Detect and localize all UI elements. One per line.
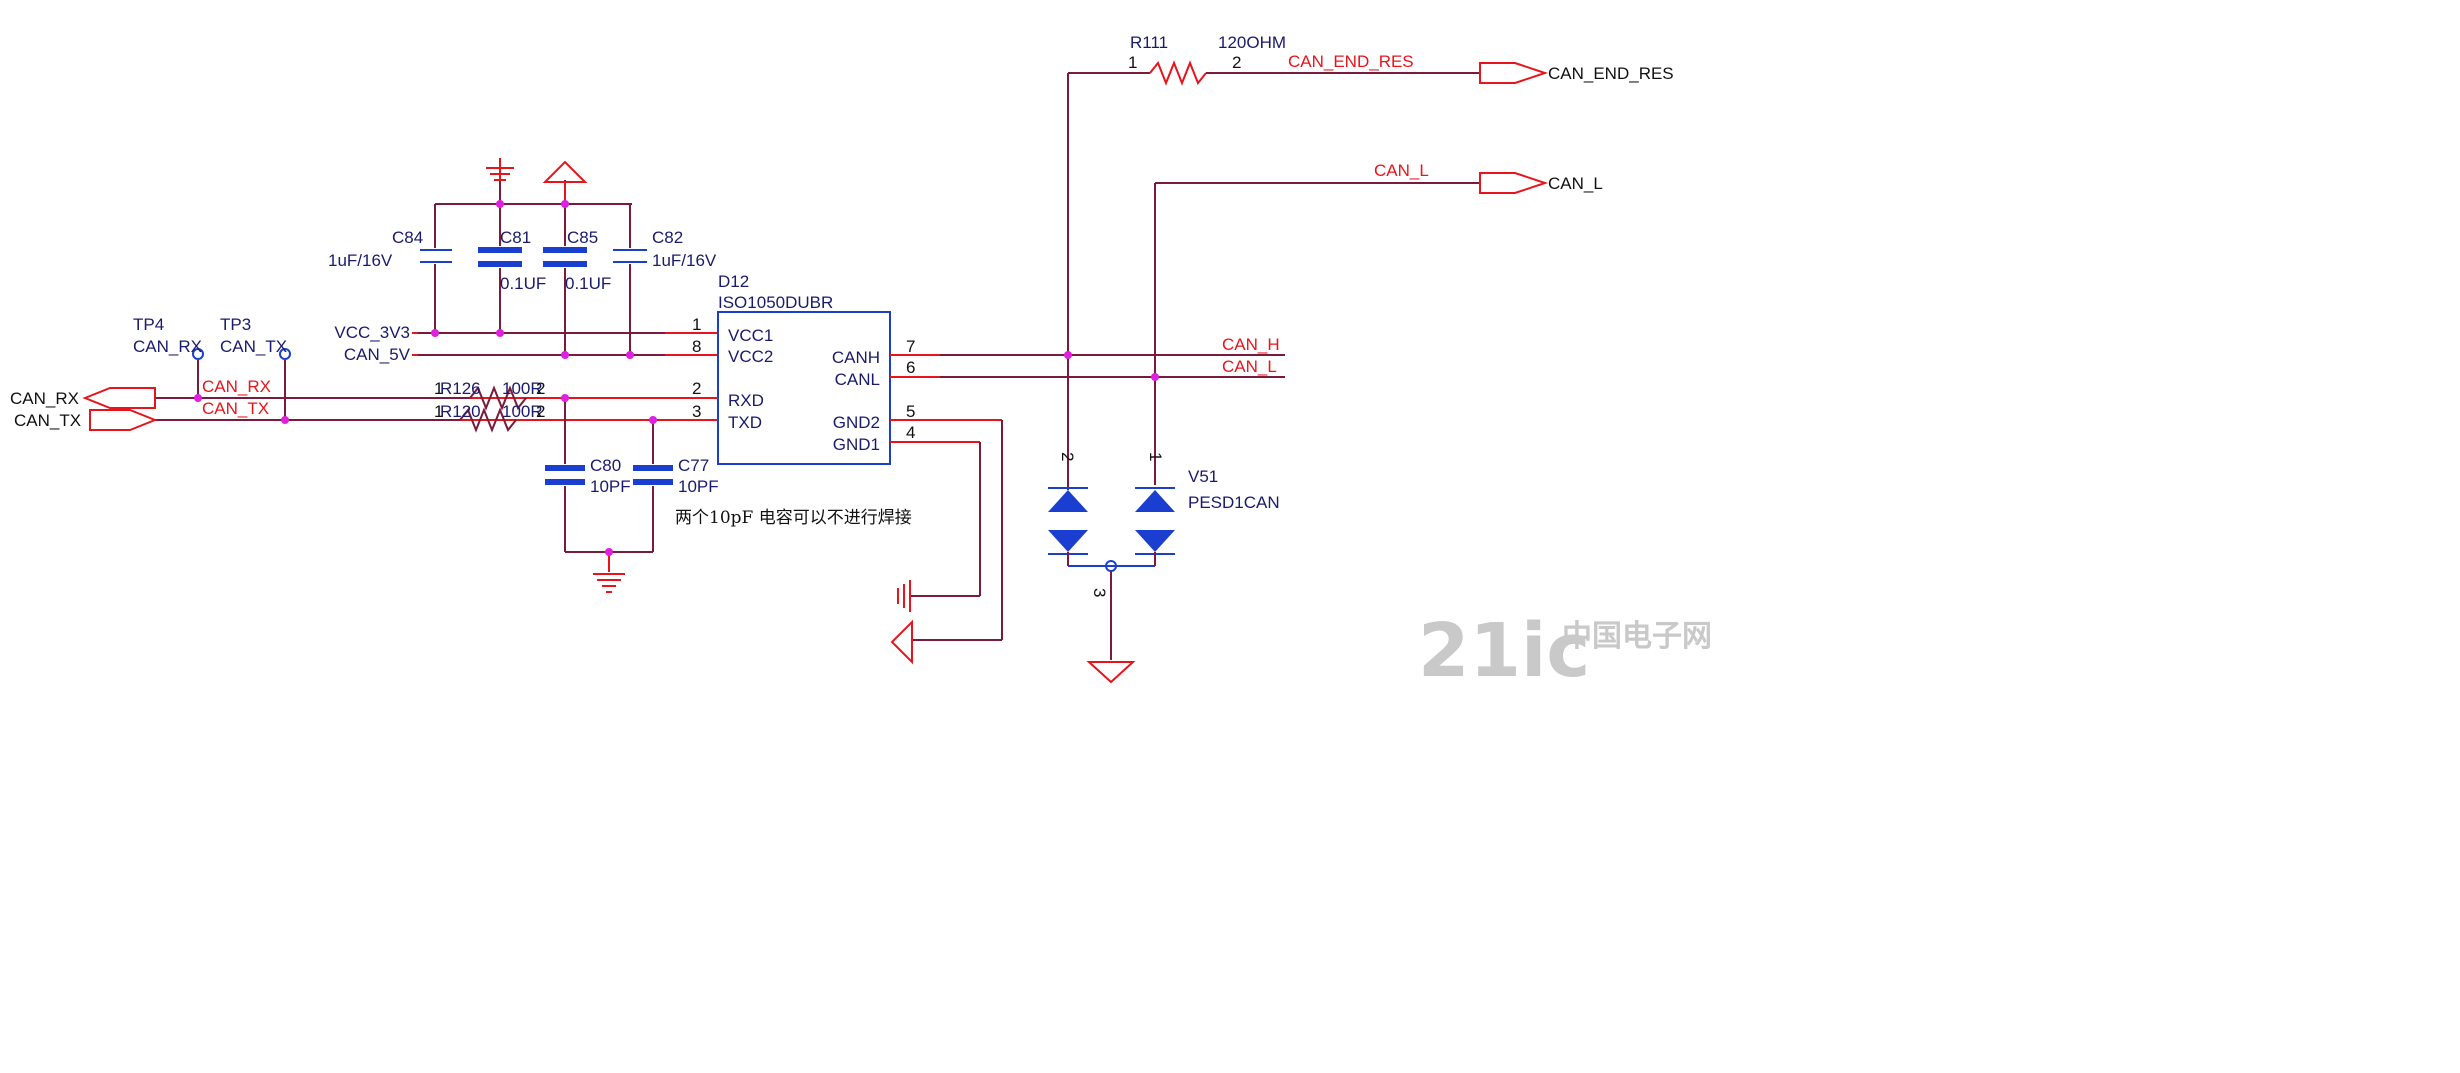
r120-pin1: 1 [434, 402, 443, 421]
ic-part: ISO1050DUBR [718, 293, 833, 312]
r126-value: 100R [502, 379, 543, 398]
pin-label-vcc2: VCC2 [728, 347, 773, 366]
r126-ref: R126 [440, 379, 481, 398]
pin-label-gnd1: GND1 [833, 435, 880, 454]
c80-value: 10PF [590, 477, 631, 496]
rx-tx-lines [155, 348, 718, 593]
decoupling-network [412, 158, 718, 356]
port-can-l: CAN_L [1548, 174, 1603, 193]
pin-label-txd: TXD [728, 413, 762, 432]
pin-num-1: 1 [692, 315, 701, 334]
r120-pin2: 2 [536, 402, 545, 421]
watermark-sub: 中国电子网 [1562, 619, 1712, 654]
tp4-ref: TP4 [133, 315, 164, 334]
c81-ref: C81 [500, 228, 531, 247]
tvs-pin2: 2 [1058, 452, 1077, 461]
r126-pin2: 2 [536, 379, 545, 398]
tp4-net: CAN_RX [133, 337, 202, 356]
pin-label-canl: CANL [835, 370, 880, 389]
net-can-h: CAN_H [1222, 335, 1280, 354]
c84-value: 1uF/16V [328, 251, 393, 270]
r120-value: 100R [502, 402, 543, 421]
r111-pin2: 2 [1232, 53, 1241, 72]
c85-value: 0.1UF [565, 274, 611, 293]
net-can-rx: CAN_RX [202, 377, 271, 396]
pin-num-5: 5 [906, 402, 915, 421]
port-can-rx: CAN_RX [10, 389, 79, 408]
net-can-l: CAN_L [1222, 357, 1277, 376]
tvs-pin3: 3 [1090, 588, 1109, 597]
c82-value: 1uF/16V [652, 251, 717, 270]
r111-ref: R111 [1130, 33, 1168, 52]
can-bus [890, 60, 1549, 684]
pin-num-4: 4 [906, 423, 915, 442]
net-can-tx: CAN_TX [202, 399, 269, 418]
pin-num-3: 3 [692, 402, 701, 421]
tp3-ref: TP3 [220, 315, 251, 334]
solder-note: 两个10pF 电容可以不进行焊接 [675, 508, 912, 528]
port-can-tx: CAN_TX [14, 411, 81, 430]
tvs-ref: V51 [1188, 467, 1218, 486]
junctions [194, 200, 1159, 556]
left-ports [82, 387, 158, 431]
ic-d12: D12 ISO1050DUBR VCC1 VCC2 RXD TXD CANH C… [692, 272, 915, 465]
c82-ref: C82 [652, 228, 683, 247]
watermark-logo: 21ic [1418, 608, 1590, 694]
pin-label-rxd: RXD [728, 391, 764, 410]
labels: C84 1uF/16V C81 0.1UF C85 0.1UF C82 1uF/… [10, 33, 1712, 694]
c81-value: 0.1UF [500, 274, 546, 293]
tp3-net: CAN_TX [220, 337, 287, 356]
c77-ref: C77 [678, 456, 709, 475]
r111-value: 120OHM [1218, 33, 1286, 52]
pin-num-8: 8 [692, 337, 701, 356]
isolated-ground [890, 419, 1003, 665]
r126-pin1: 1 [434, 379, 443, 398]
net-vcc-3v3: VCC_3V3 [334, 323, 410, 342]
c85-ref: C85 [567, 228, 598, 247]
r120-ref: R120 [440, 402, 481, 421]
net-can-l-top: CAN_L [1374, 161, 1429, 180]
port-can-end-res: CAN_END_RES [1548, 64, 1674, 83]
pin-label-gnd2: GND2 [833, 413, 880, 432]
pin-num-6: 6 [906, 358, 915, 377]
r111-pin1: 1 [1128, 53, 1137, 72]
net-can-5v: CAN_5V [344, 345, 411, 364]
pin-num-2: 2 [692, 379, 701, 398]
c80-ref: C80 [590, 456, 621, 475]
pin-num-7: 7 [906, 337, 915, 356]
pin-label-vcc1: VCC1 [728, 326, 773, 345]
c77-value: 10PF [678, 477, 719, 496]
tvs-part: PESD1CAN [1188, 493, 1280, 512]
pin-label-canh: CANH [832, 348, 880, 367]
tvs-pin1: 1 [1146, 452, 1165, 461]
c84-ref: C84 [392, 228, 423, 247]
ic-ref: D12 [718, 272, 749, 291]
net-can-end-res: CAN_END_RES [1288, 52, 1414, 71]
